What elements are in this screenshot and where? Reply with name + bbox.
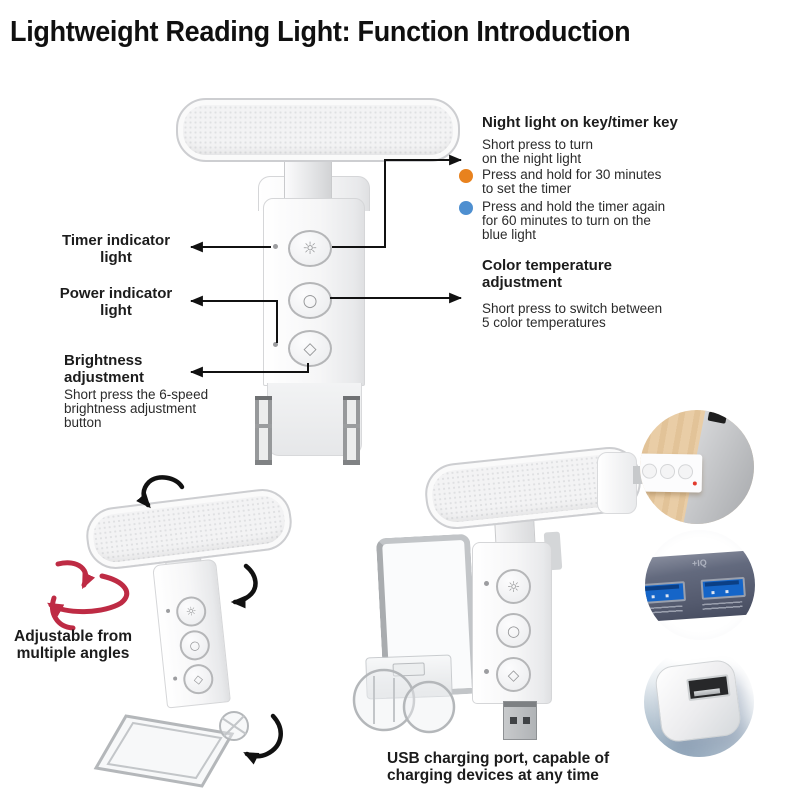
button	[641, 463, 658, 479]
timer-indicator-led	[165, 608, 171, 614]
page-title: Lightweight Reading Light: Function Intr…	[10, 16, 631, 48]
circle-icon: ○	[506, 621, 521, 640]
night-light-item-1: Short press to turn on the night light	[482, 137, 594, 166]
usb-pin	[523, 717, 530, 724]
orbit-arrow-tail	[50, 595, 76, 631]
power-indicator-led	[273, 342, 278, 347]
night-light-item-3: Press and hold the timer again for 60 mi…	[482, 199, 666, 242]
timer-indicator-led	[273, 244, 278, 249]
clip-slot	[392, 662, 425, 677]
adapter-cube	[653, 658, 743, 744]
fold-leg-left	[255, 396, 272, 465]
usb-port	[645, 581, 687, 605]
port-fine-print	[702, 601, 743, 612]
diamond-icon: ◇	[192, 671, 204, 687]
button	[659, 463, 676, 480]
usb-plug	[503, 701, 537, 740]
color-temp-heading: Color temperature adjustment	[482, 257, 613, 291]
brightness-button: ◇	[288, 330, 332, 367]
night-light-button: ☼	[174, 595, 208, 629]
circle-icon: ○	[302, 290, 318, 311]
button	[677, 464, 694, 480]
brightness-description: Short press the 6-speed brightness adjus…	[64, 387, 209, 430]
usb-port	[700, 576, 746, 600]
photo-power-adapter	[644, 647, 754, 757]
color-temp-button: ○	[178, 628, 212, 662]
lamp-head	[82, 485, 296, 573]
power-indicator-label: Power indicator light	[59, 285, 173, 319]
power-indicator-led	[172, 676, 178, 681]
lamp-body: ☼ ○ ◇	[472, 542, 552, 704]
orange-bullet	[459, 169, 473, 183]
usb-charging-caption: USB charging port, capable of charging d…	[387, 750, 610, 784]
fold-leg-right	[343, 396, 360, 465]
usb-pin	[510, 717, 517, 724]
brightness-label: Brightness adjustment	[64, 352, 145, 386]
sun-icon: ☼	[302, 238, 318, 259]
night-light-button: ☼	[288, 230, 332, 267]
lamp-end-photo-overflow	[597, 452, 637, 514]
brightness-button: ◇	[181, 662, 215, 696]
diamond-icon: ◇	[303, 338, 317, 359]
photo-lamp-on-laptop	[640, 410, 754, 524]
timer-indicator-led	[484, 581, 489, 586]
photo-usb-charger-ports: +IQ	[645, 530, 755, 640]
circle-icon: ○	[188, 637, 201, 653]
color-temp-description: Short press to switch between 5 color te…	[482, 301, 663, 330]
rotate-arrow-base	[243, 713, 283, 765]
brightness-button: ◇	[496, 657, 531, 692]
color-temp-button: ○	[496, 613, 531, 648]
night-light-button: ☼	[496, 569, 531, 604]
sun-icon: ☼	[185, 603, 198, 620]
transparent-base	[93, 711, 249, 788]
color-temp-button: ○	[288, 282, 332, 319]
poweriq-label: +IQ	[691, 557, 708, 569]
sun-icon: ☼	[506, 577, 521, 596]
diamond-icon: ◇	[507, 665, 520, 684]
lamp-body-photo	[640, 453, 703, 493]
rotate-arrow-hinge	[230, 563, 258, 609]
blue-bullet	[459, 201, 473, 215]
laptop-notch	[707, 411, 727, 424]
night-light-item-2: Press and hold for 30 minutes to set the…	[482, 167, 662, 196]
lamp-body: ☼ ○ ◇	[152, 558, 231, 709]
power-indicator-led	[484, 669, 489, 674]
usb-port	[686, 674, 731, 702]
red-indicator-led	[692, 481, 697, 486]
lamp-head	[176, 98, 460, 162]
timer-indicator-label: Timer indicator light	[61, 232, 171, 266]
charger-body: +IQ	[645, 548, 755, 624]
clip-base-block	[365, 654, 453, 700]
port-fine-print	[645, 605, 683, 617]
night-light-heading: Night light on key/timer key	[482, 114, 678, 131]
orbit-arrow-horizontal	[47, 573, 130, 617]
adjustable-caption: Adjustable from multiple angles	[14, 628, 132, 662]
orbit-arrow-vertical	[55, 560, 96, 590]
